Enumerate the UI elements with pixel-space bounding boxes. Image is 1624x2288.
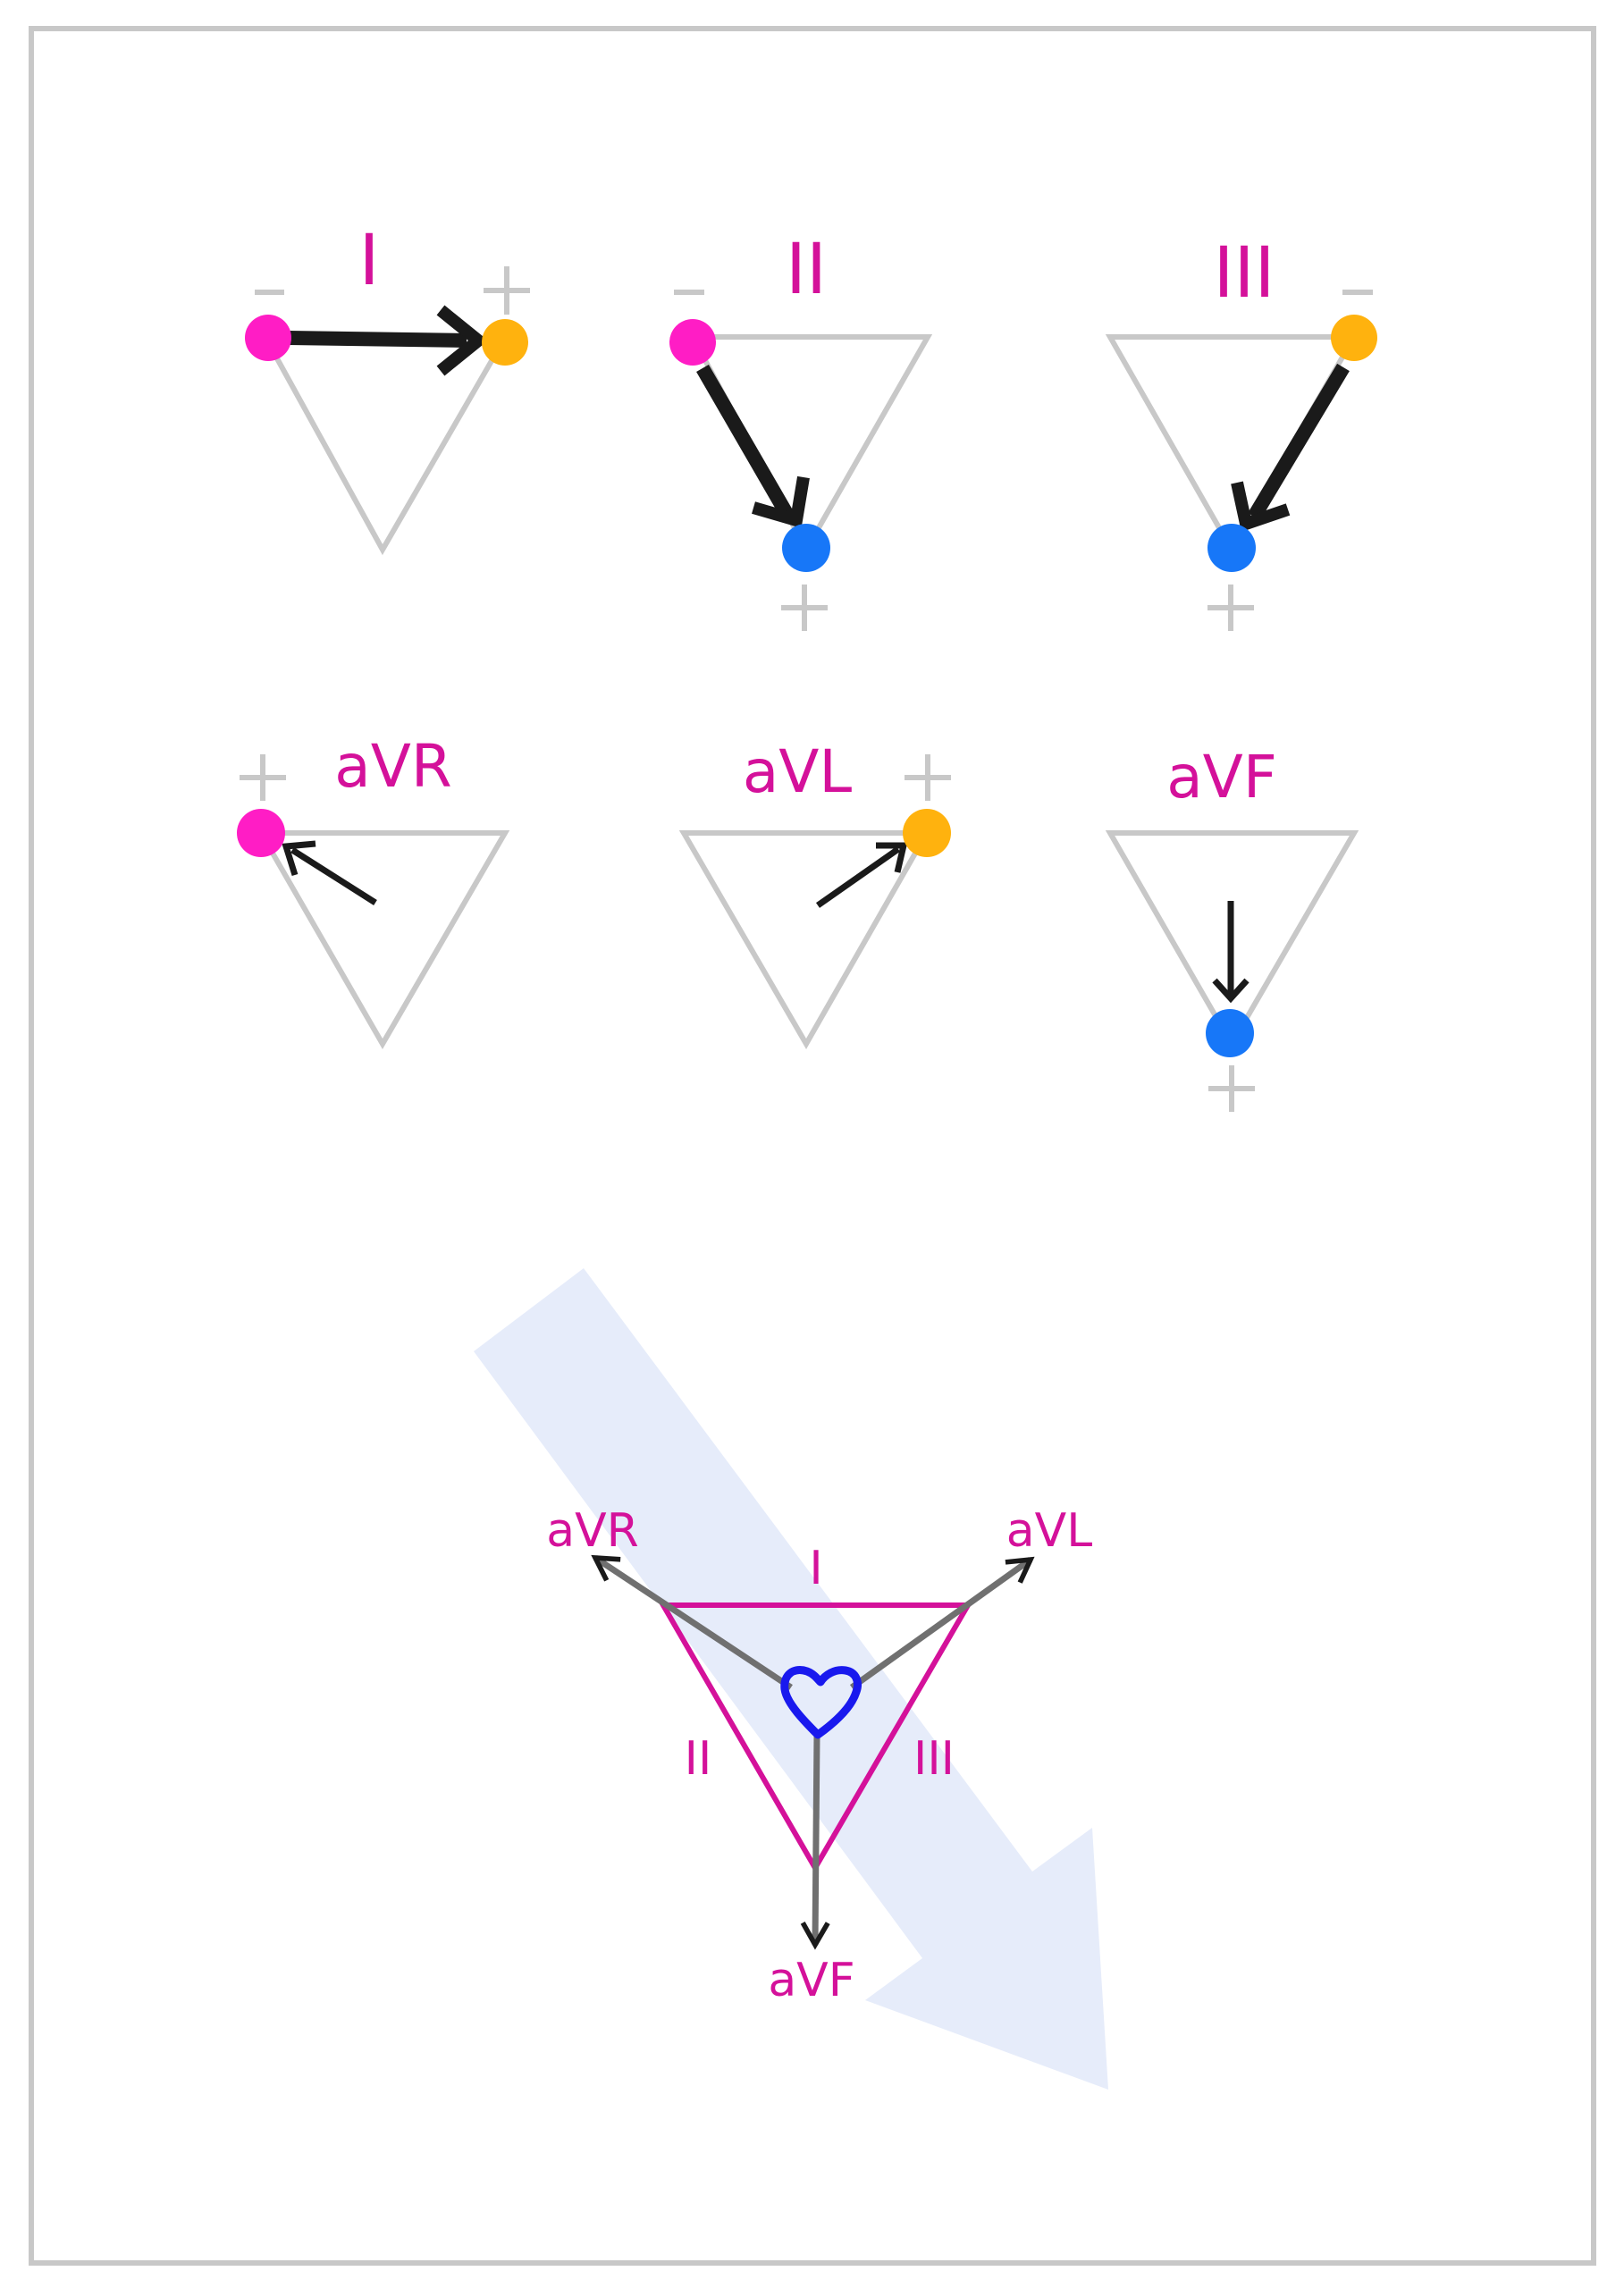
lead-III-arrowhead <box>1231 481 1291 533</box>
einthoven-label-I: I <box>809 1542 822 1595</box>
lead-I-arrowhead <box>436 305 489 376</box>
left-arm-electrode <box>1331 315 1377 361</box>
right-arm-electrode <box>237 809 285 857</box>
lead-aVR-triangle <box>256 830 510 1049</box>
left-arm-electrode <box>482 319 528 366</box>
lead-aVR-arrowhead <box>282 840 316 877</box>
einthoven-triangle <box>658 1602 973 1873</box>
einthoven-label-II: II <box>685 1732 712 1786</box>
left-leg-electrode <box>1206 1009 1254 1057</box>
right-arm-electrode <box>669 319 716 366</box>
heart-icon <box>780 1666 862 1739</box>
lead-aVR-panel: aVR <box>237 732 510 1049</box>
lead-aVL-panel: aVL <box>678 737 951 1050</box>
einthoven-label-aVR: aVR <box>546 1504 639 1558</box>
lead-I-triangle <box>265 341 505 556</box>
lead-I-arrow <box>288 331 467 348</box>
right-arm-electrode <box>245 315 291 361</box>
lead-aVF-label: aVF <box>1166 743 1277 812</box>
einthoven-label-aVL: aVL <box>1006 1504 1092 1558</box>
einthoven-label-aVF: aVF <box>768 1954 854 2007</box>
lead-aVL-label: aVL <box>743 737 853 806</box>
lead-II-triangle <box>687 334 933 556</box>
lead-II-label: II <box>786 230 827 310</box>
lead-III-triangle <box>1105 334 1359 556</box>
cardiac-vector-arrow <box>474 1268 1108 2090</box>
lead-aVL-triangle <box>678 830 932 1050</box>
left-leg-electrode <box>782 524 830 572</box>
lead-II-arrowhead <box>752 475 810 528</box>
lead-III-label: III <box>1213 233 1275 314</box>
lead-aVR-label: aVR <box>334 732 451 801</box>
einthoven-label-III: III <box>913 1732 955 1786</box>
lead-III-arrow <box>1248 363 1350 521</box>
lead-aVL-arrow <box>815 846 901 908</box>
lead-aVF-panel: aVF <box>1105 743 1359 1112</box>
left-leg-electrode <box>1207 524 1256 572</box>
lead-II-arrow <box>696 364 795 521</box>
lead-aVF-triangle <box>1105 830 1359 1049</box>
aVF-axis <box>800 1733 830 1950</box>
lead-I-panel: I <box>245 221 530 556</box>
aVR-axis <box>591 1554 793 1690</box>
einthoven-summary: I II III aVR aVL aVF <box>474 1268 1108 2090</box>
left-arm-electrode <box>903 809 951 857</box>
lead-II-panel: II <box>669 230 933 631</box>
aVL-axis <box>849 1556 1035 1690</box>
lead-III-panel: III <box>1105 233 1377 631</box>
lead-I-label: I <box>358 221 379 301</box>
lead-aVR-arrow <box>290 847 377 905</box>
lead-aVL-arrowhead <box>876 842 908 873</box>
lead-aVF-arrowhead <box>1212 978 1250 1004</box>
page-frame <box>29 26 1596 2266</box>
